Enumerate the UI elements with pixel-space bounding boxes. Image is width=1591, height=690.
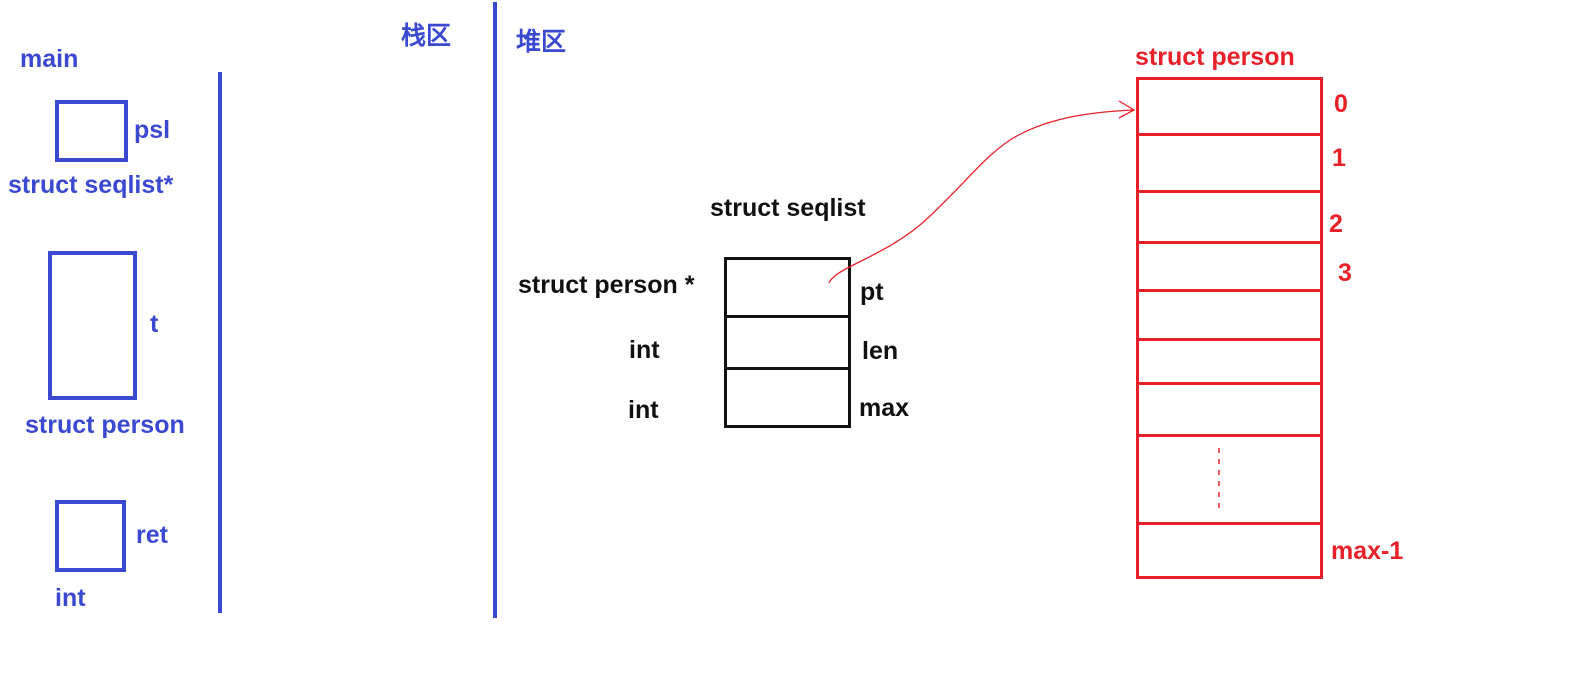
array-index-last: max-1 bbox=[1331, 537, 1404, 565]
array-divider-1 bbox=[1136, 133, 1323, 136]
len-field-type: int bbox=[629, 336, 660, 364]
seqlist-title: struct seqlist bbox=[710, 194, 866, 222]
psl-var-box bbox=[55, 100, 128, 162]
array-index-1: 1 bbox=[1332, 144, 1346, 172]
array-index-2: 2 bbox=[1329, 210, 1343, 238]
stack-region-label: 栈区 bbox=[401, 22, 452, 50]
ret-var-name: ret bbox=[136, 521, 168, 549]
stack-heap-divider bbox=[493, 2, 497, 618]
psl-var-type: struct seqlist* bbox=[8, 171, 174, 199]
array-index-0: 0 bbox=[1334, 90, 1348, 118]
pt-field-type: struct person * bbox=[518, 271, 695, 299]
ret-var-type: int bbox=[55, 584, 86, 612]
pt-pointer-arrowhead bbox=[1118, 100, 1136, 119]
t-var-name: t bbox=[150, 310, 159, 338]
array-divider-5 bbox=[1136, 338, 1323, 341]
array-divider-4 bbox=[1136, 289, 1323, 292]
array-divider-3 bbox=[1136, 241, 1323, 244]
pt-field-name: pt bbox=[860, 278, 884, 306]
array-divider-7 bbox=[1136, 434, 1323, 437]
len-field-name: len bbox=[862, 337, 899, 365]
max-field-name: max bbox=[859, 394, 910, 422]
array-divider-6 bbox=[1136, 382, 1323, 385]
pt-pointer-arrow bbox=[828, 109, 1134, 284]
array-index-3: 3 bbox=[1338, 259, 1352, 287]
main-frame-divider bbox=[218, 72, 222, 613]
ret-var-box bbox=[55, 500, 126, 572]
t-var-type: struct person bbox=[25, 411, 185, 439]
person-array-title: struct person bbox=[1135, 43, 1295, 71]
seqlist-field-max bbox=[724, 367, 851, 428]
array-divider-8 bbox=[1136, 522, 1323, 525]
array-divider-2 bbox=[1136, 190, 1323, 193]
heap-region-label: 堆区 bbox=[516, 28, 567, 56]
main-frame-label: main bbox=[20, 45, 79, 73]
person-array bbox=[1136, 77, 1323, 579]
psl-var-name: psl bbox=[134, 116, 171, 144]
t-var-box bbox=[48, 251, 137, 400]
max-field-type: int bbox=[628, 396, 659, 424]
